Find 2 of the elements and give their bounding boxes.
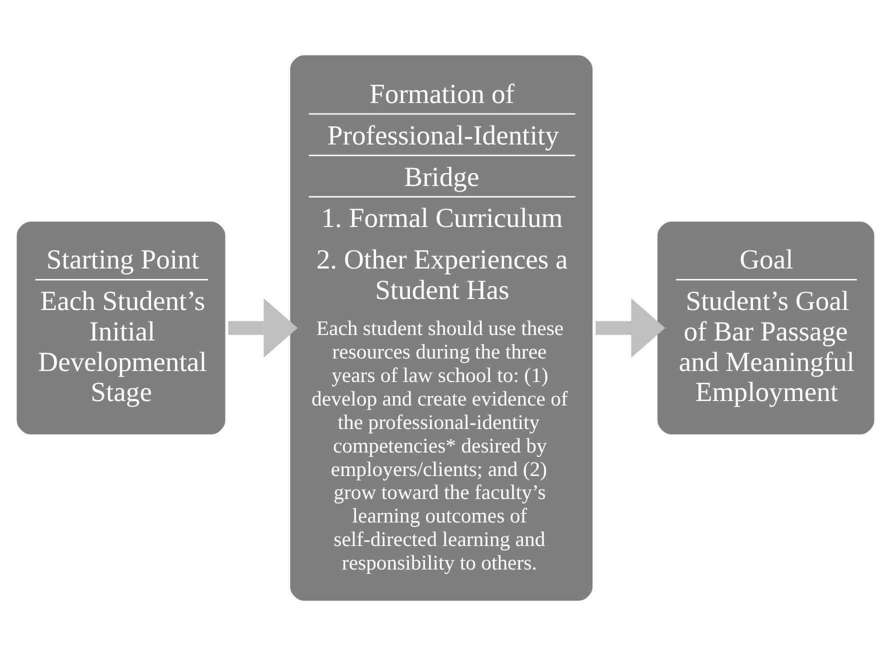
- arrow: [596, 298, 666, 358]
- arrow: [228, 298, 298, 358]
